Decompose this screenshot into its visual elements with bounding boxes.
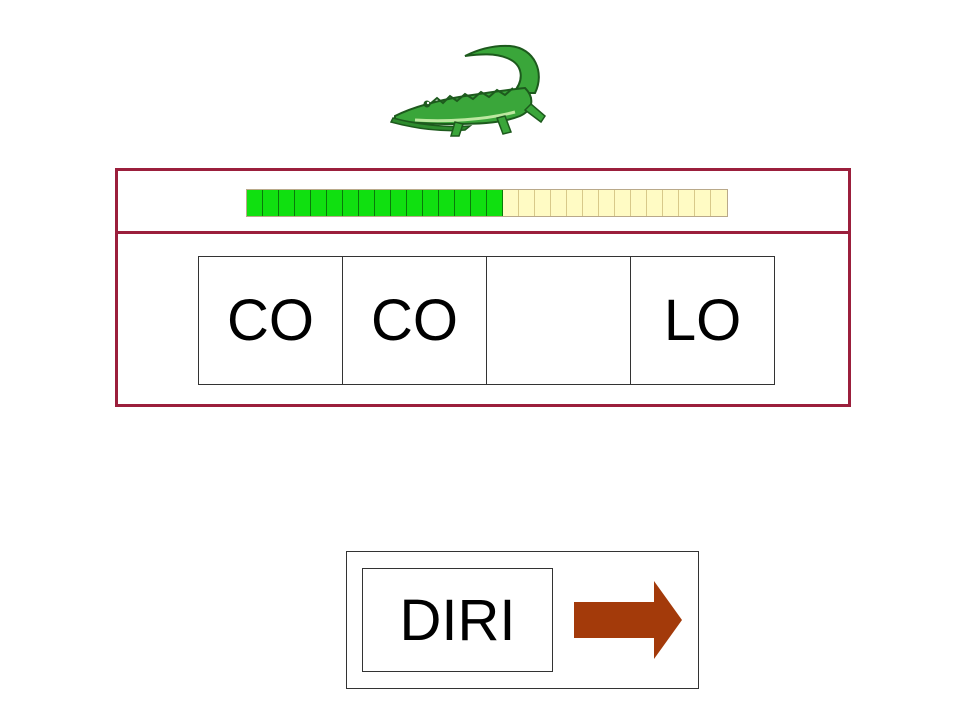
progress-segment-done [471,190,487,216]
progress-segment-todo [663,190,679,216]
progress-segment-todo [631,190,647,216]
game-frame [115,168,851,407]
progress-segment-done [423,190,439,216]
right-arrow-icon[interactable] [572,580,684,660]
progress-segment-todo [615,190,631,216]
answer-panel [346,551,699,689]
syllable-slot-2: CO [343,257,487,384]
progress-segment-done [455,190,471,216]
progress-segment-todo [535,190,551,216]
syllable-row: CO CO LO [198,256,775,385]
progress-segment-done [295,190,311,216]
progress-segment-done [343,190,359,216]
progress-segment-done [263,190,279,216]
progress-segment-done [375,190,391,216]
progress-segment-done [359,190,375,216]
progress-segment-todo [583,190,599,216]
progress-segment-todo [679,190,695,216]
progress-segment-done [247,190,263,216]
progress-segment-todo [551,190,567,216]
progress-bar [246,189,728,217]
progress-segment-done [487,190,503,216]
progress-segment-done [279,190,295,216]
crocodile-icon [389,44,546,137]
syllable-slot-4: LO [663,288,742,353]
syllable-slot-3-empty[interactable] [487,257,631,384]
progress-segment-todo [567,190,583,216]
progress-segment-done [327,190,343,216]
progress-segment-done [407,190,423,216]
progress-segment-done [391,190,407,216]
progress-segment-todo [647,190,663,216]
progress-segment-todo [695,190,711,216]
progress-segment-done [439,190,455,216]
progress-segment-done [311,190,327,216]
syllable-slot-1: CO [199,257,343,384]
progress-segment-todo [519,190,535,216]
frame-divider [115,231,851,234]
progress-segment-todo [503,190,519,216]
progress-segment-todo [599,190,615,216]
answer-option[interactable]: DIRI [362,568,553,672]
progress-segment-todo [711,190,727,216]
